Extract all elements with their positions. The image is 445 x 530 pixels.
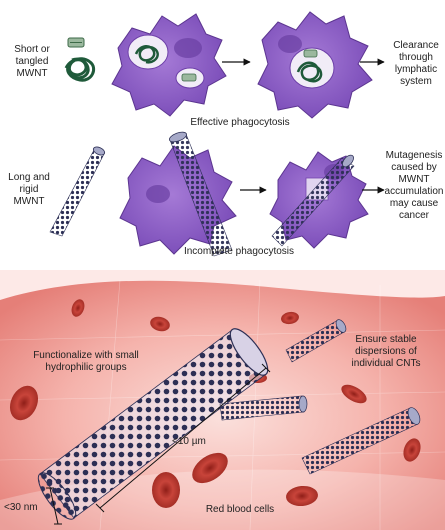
dispersed-cnt-1	[285, 319, 347, 363]
macrophage-cell-2	[257, 11, 373, 119]
diameter-dimension-line	[46, 487, 62, 525]
diameter-label: <30 nm	[4, 502, 38, 513]
dispersed-cnt-2	[219, 395, 308, 421]
length-dimension-line	[95, 363, 271, 513]
dispersed-cnt-3	[301, 407, 421, 475]
short-tangled-mwnt-label: Short or tangled MWNT	[14, 44, 50, 79]
length-label: <10 µm	[172, 436, 206, 447]
long-mwnt-in-cell-4	[271, 154, 355, 247]
red-blood-cells-label: Red blood cells	[205, 504, 275, 515]
mutagenesis-outcome-label: Mutagenesis caused by MWNT accumulation …	[384, 150, 444, 221]
tangled-mwnt-icon	[64, 57, 96, 82]
functionalized-cnt-large	[37, 328, 269, 520]
effective-phagocytosis-caption: Effective phagocytosis	[190, 117, 290, 128]
red-blood-cells	[9, 299, 421, 508]
stable-dispersion-label: Ensure stable dispersions of individual …	[351, 334, 421, 369]
incomplete-phagocytosis-caption: Incomplete phagocytosis	[183, 246, 295, 257]
short-mwnt-icon	[67, 37, 85, 48]
long-rigid-mwnt-label: Long and rigid MWNT	[8, 172, 50, 207]
clearance-outcome-label: Clearance through lymphatic system	[393, 40, 439, 87]
macrophage-cell-1	[111, 13, 227, 117]
functionalize-label: Functionalize with small hydrophilic gro…	[33, 350, 139, 373]
long-mwnt-in-cell-3	[169, 131, 233, 257]
long-rigid-mwnt-icon	[49, 146, 106, 237]
